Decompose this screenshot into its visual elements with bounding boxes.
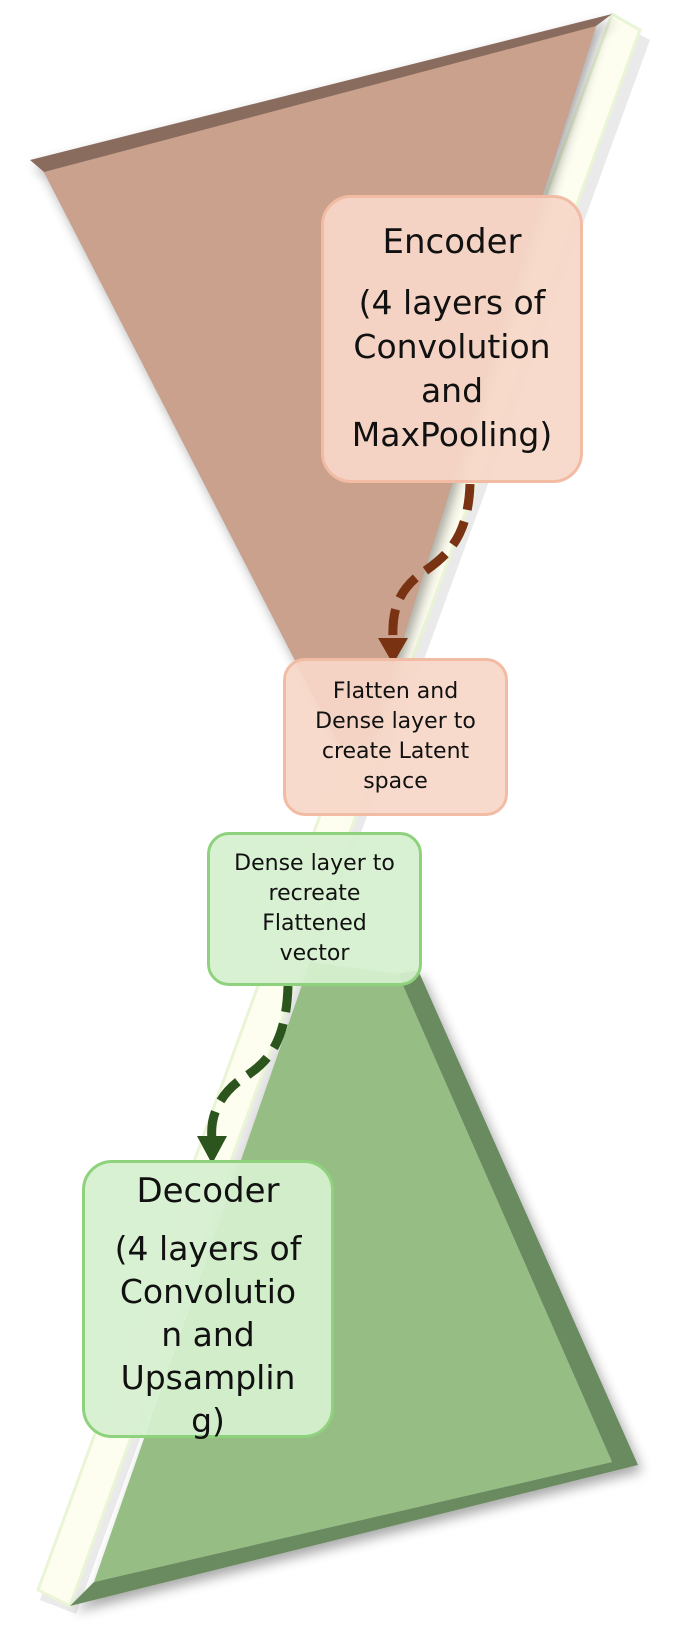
decoder-line: g)	[191, 1401, 225, 1440]
arrow-dense-to-decoder	[197, 985, 293, 1164]
encoder-title: Encoder	[382, 222, 522, 262]
latent-line: Flatten and	[332, 679, 459, 704]
dense-line: Flattened	[262, 911, 367, 936]
arrow-encoder-to-latent	[378, 483, 475, 664]
encoder-line: and	[420, 371, 484, 410]
encoder-box: Encoder (4 layers of Convolution and Max…	[321, 195, 583, 483]
encoder-line: MaxPooling)	[351, 415, 553, 454]
decoder-title: Decoder	[136, 1171, 280, 1211]
latent-line: space	[363, 769, 428, 794]
encoder-line: Convolution	[353, 327, 551, 366]
decoder-box: Decoder (4 layers of Convolutio n and Up…	[82, 1160, 334, 1440]
dense-line: Dense layer to	[234, 851, 395, 876]
dense-layer-box: Dense layer to recreate Flattened vector	[207, 832, 422, 986]
arrow-dense-to-decoder-line	[207, 985, 293, 1141]
dense-line: vector	[279, 941, 350, 966]
decoder-line: (4 layers of	[114, 1229, 302, 1268]
encoder-line: (4 layers of	[358, 283, 546, 322]
decoder-line: Upsamplin	[120, 1358, 296, 1397]
arrow-encoder-to-latent-head	[378, 638, 408, 664]
arrow-dense-to-decoder-head	[197, 1136, 227, 1164]
latent-line: Dense layer to	[315, 709, 476, 734]
latent-line: create Latent	[321, 739, 470, 764]
decoder-line: Convolutio	[119, 1272, 297, 1311]
latent-space-box: Flatten and Dense layer to create Latent…	[283, 658, 508, 816]
arrow-encoder-to-latent-line	[388, 483, 475, 641]
decoder-line: n and	[161, 1315, 255, 1354]
dense-line: recreate	[268, 881, 361, 906]
